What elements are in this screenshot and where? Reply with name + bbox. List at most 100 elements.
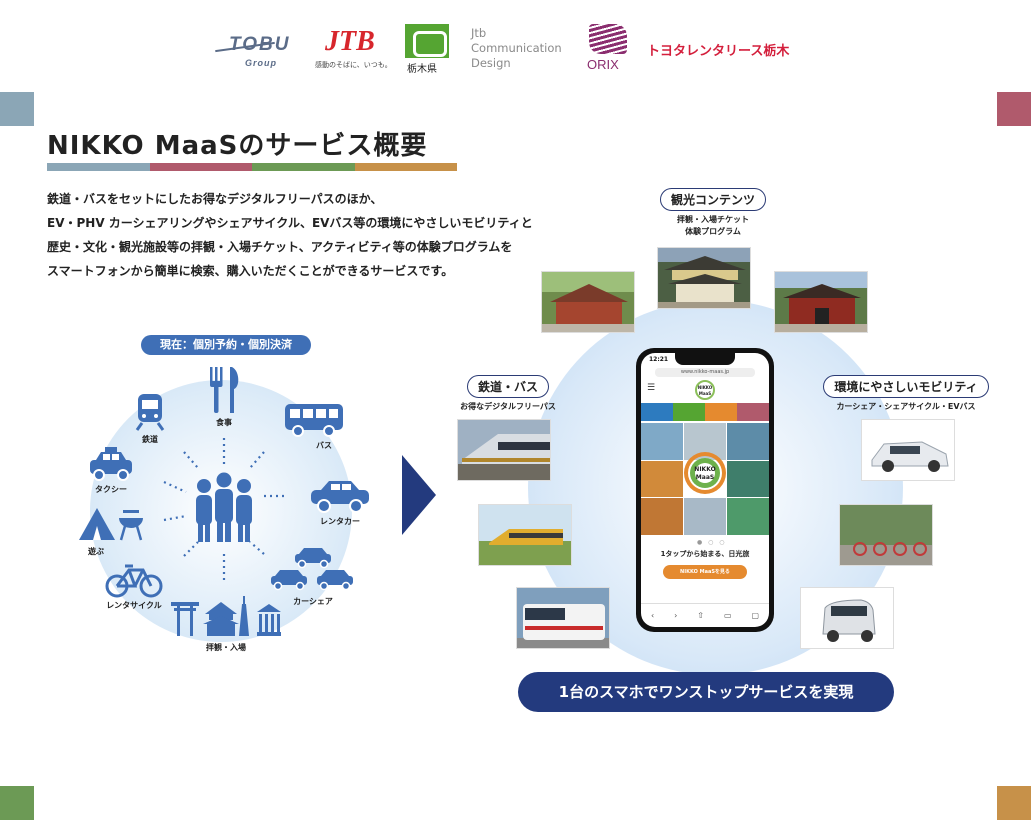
phone-screen: 12:21 www.nikko-maas.jp ☰ NIKKO MaaS NIK… [641,353,769,627]
temple-gate-photo [774,271,868,333]
hamburger-menu-icon[interactable]: ☰ [647,383,656,393]
jtb-tagline: 感動のそばに、いつも。 [315,61,392,69]
category-rail-bus-sub: お得なデジタルフリーパス [460,402,556,411]
tabs-icon[interactable]: ▢ [751,611,760,620]
jcd-line-1: Jtb [471,26,487,40]
train-item: 鉄道 [128,392,172,445]
category-tourism: 観光コンテンツ 拝観・入場チケット 体験プログラム [638,188,788,238]
category-rail-bus: 鉄道・バス お得なデジタルフリーパス [436,375,580,413]
phone-category-tabs [641,403,769,421]
corner-block-top-left [0,92,34,126]
share-icon[interactable]: ⇧ [697,611,704,620]
corner-block-bottom-right [997,786,1031,820]
toyota-rent-lease-logo: トヨタレンタリース栃木 [647,40,817,60]
meal-item: 食事 [202,365,246,428]
smartphone-mockup: 12:21 www.nikko-maas.jp ☰ NIKKO MaaS NIK… [636,348,774,632]
jtb-logo: JTB 感動のそばに、いつも。 [315,26,392,72]
intro-line: EV・PHV カーシェアリングやシェアサイクル、EVバス等の環境にやさしいモビリ… [47,216,533,230]
shrine-photo [541,271,635,333]
title-bar-segment [47,163,150,171]
corner-block-top-right [997,92,1031,126]
car-icon [311,481,369,513]
phone-url-bar[interactable]: www.nikko-maas.jp [655,368,755,377]
phone-photo-grid [641,423,769,535]
intro-line: 歴史・文化・観光施設等の拝観・入場チケット、アクティビティ等の体験プログラムを [47,240,513,254]
tobu-logo: TOBU Group [215,30,297,72]
current-status-pill: 現在：個別予約・個別決済 [141,335,311,355]
phone-time: 12:21 [649,356,669,363]
sightseeing-item: 拝観・入場 [168,594,284,653]
partner-logos: TOBU Group JTB 感動のそばに、いつも。 栃木県 Jtb Commu… [215,22,817,75]
phone-header-logo: NIKKO MaaS [695,380,715,400]
phone-browser-bar: ‹ › ⇧ ▭ ▢ [641,603,769,627]
share-cycle-photo [839,504,933,566]
ev-car-photo [861,419,955,481]
tochigi-prefecture-logo: 栃木県 [403,24,455,75]
title-underline [47,163,457,171]
sightseeing-label: 拝観・入場 [206,643,246,652]
title-bar-segment [252,163,355,171]
carshare-label: カーシェア [293,597,333,606]
title-bar-segment [149,163,252,171]
temple-shrine-icon [171,596,281,636]
cycle-label: レンタサイクル [106,601,162,610]
bus-item: バス [282,402,346,451]
phone-catch-copy: 1タップから始まる、日光旅 [660,550,750,558]
page-title: NIKKO MaaSのサービス概要 [47,131,428,161]
taxi-item: タクシー [86,446,136,495]
tochigi-mark-icon [405,24,449,58]
train-icon [135,394,165,431]
bus-photo [516,587,610,649]
rentacar-label: レンタカー [320,517,360,526]
cycle-item: レンタサイクル [102,562,166,611]
category-tourism-sub: 体験プログラム [685,227,741,236]
jcd-line-3: Design [471,56,511,70]
jtb-logo-text: JTB [325,26,375,57]
bus-label: バス [316,441,332,450]
carousel-dots[interactable]: ● ○ ○ [697,539,727,546]
toyota-rent-lease-text: トヨタレンタリース栃木 [647,44,790,59]
orix-logo: ORIX [587,24,631,74]
phone-tab[interactable] [705,403,737,421]
category-eco-sub: カーシェア・シェアサイクル・EVバス [836,402,976,411]
phone-notch [675,353,735,365]
limited-express-train-photo [457,419,551,481]
one-stop-service-banner: 1台のスマホでワンストップサービスを実現 [518,672,894,712]
bus-icon [285,404,343,437]
intro-line: 鉄道・バスをセットにしたお得なデジタルフリーパスのほか、 [47,192,383,206]
nikko-maas-logo: NIKKO MaaS [687,455,723,491]
tent-grill-icon [79,508,143,541]
phone-tab[interactable] [641,403,673,421]
category-tourism-sub: 拝観・入場チケット [677,215,749,224]
jcd-line-2: Communication [471,41,562,55]
transition-arrow-icon [402,455,436,535]
tobu-logo-text: TOBU [229,34,291,55]
intro-line: スマートフォンから簡単に検索、購入いただくことができるサービスです。 [47,264,454,278]
fork-knife-icon [210,367,239,413]
phone-cta-button[interactable]: NIKKO MaaSを見る [663,565,747,579]
bicycle-icon [105,564,163,598]
carshare-item: カーシェア [268,546,358,607]
bookmarks-icon[interactable]: ▭ [723,611,732,620]
intro-text: 鉄道・バスをセットにしたお得なデジタルフリーパスのほか、 EV・PHV カーシェ… [47,187,587,283]
orix-mark-icon [589,24,627,54]
jtb-communication-design-logo: Jtb Communication Design [471,26,581,74]
spacia-train-photo [478,504,572,566]
category-eco-mobility: 環境にやさしいモビリティ カーシェア・シェアサイクル・EVバス [818,375,994,413]
play-item: 遊ぶ [74,504,146,557]
orix-logo-text: ORIX [587,57,619,72]
phone-tab[interactable] [737,403,769,421]
tochigi-logo-text: 栃木県 [407,64,437,75]
train-label: 鉄道 [142,435,158,444]
forward-icon[interactable]: › [674,611,678,620]
corner-block-bottom-left [0,786,34,820]
tobu-logo-sub: Group [245,58,277,68]
category-eco-title: 環境にやさしいモビリティ [823,375,989,398]
category-rail-bus-title: 鉄道・バス [466,375,549,398]
people-group-icon [163,438,284,582]
back-icon[interactable]: ‹ [650,611,655,620]
phone-tab[interactable] [673,403,705,421]
taxi-icon [90,447,132,481]
carshare-cars-icon [271,548,353,591]
toshogu-gate-photo [657,247,751,309]
